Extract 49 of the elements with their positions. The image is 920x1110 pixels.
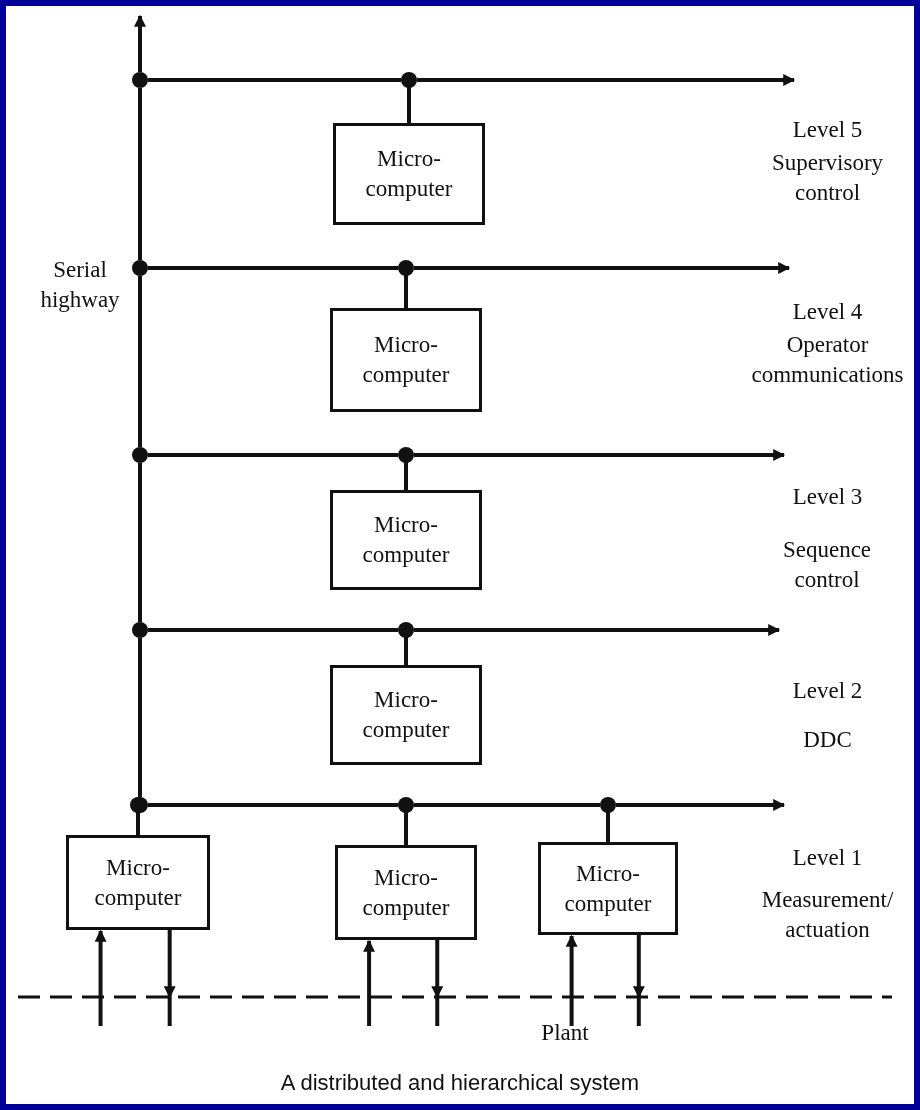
highway-label: Serial highway [39,256,121,314]
microcomputer-box: Micro- computer [335,845,477,940]
level-description: Operator communications [750,331,905,389]
arrow [770,74,796,86]
arrow [755,624,781,636]
bus-tap [398,260,414,308]
arrow [760,799,786,811]
junction-dot [132,72,148,88]
serial-highway-line [138,43,142,799]
microcomputer-box: Micro- computer [538,842,678,935]
plant-boundary-line [18,995,892,999]
bus-line [146,78,772,82]
signal-arrow [363,939,376,1026]
level-description: DDC [802,726,853,754]
level-description: Supervisory control [770,149,885,207]
figure-caption: A distributed and hierarchical system [279,1069,641,1097]
level-label: Level 3 [791,483,864,511]
bus-line [146,266,767,270]
level-label: Level 1 [791,844,864,872]
level-label: Level 4 [791,298,864,326]
arrow [765,262,791,274]
signal-arrow [431,940,444,1026]
bus-line [146,453,762,457]
level-label: Level 2 [791,677,864,705]
plant-label: Plant [540,1019,590,1047]
microcomputer-box: Micro- computer [330,490,482,590]
junction-dot [132,260,148,276]
bus-tap [600,797,616,842]
bus-tap [398,797,414,845]
arrow [134,14,146,45]
microcomputer-box: Micro- computer [330,665,482,765]
bus-tap [398,447,414,490]
junction-dot [132,447,148,463]
level-description: Sequence control [781,536,873,594]
bus-tap [401,72,417,123]
junction-dot [132,622,148,638]
signal-arrow [163,930,176,1026]
bus-tap [398,622,414,665]
signal-arrow [94,929,107,1026]
bus-line [146,628,757,632]
level-label: Level 5 [791,116,864,144]
signal-arrow [632,935,645,1026]
microcomputer-box: Micro- computer [66,835,210,930]
signal-arrow [565,934,578,1026]
arrow [760,449,786,461]
microcomputer-box: Micro- computer [330,308,482,412]
microcomputer-box: Micro- computer [333,123,485,225]
level-description: Measurement/ actuation [760,886,895,944]
bus-line [146,803,762,807]
